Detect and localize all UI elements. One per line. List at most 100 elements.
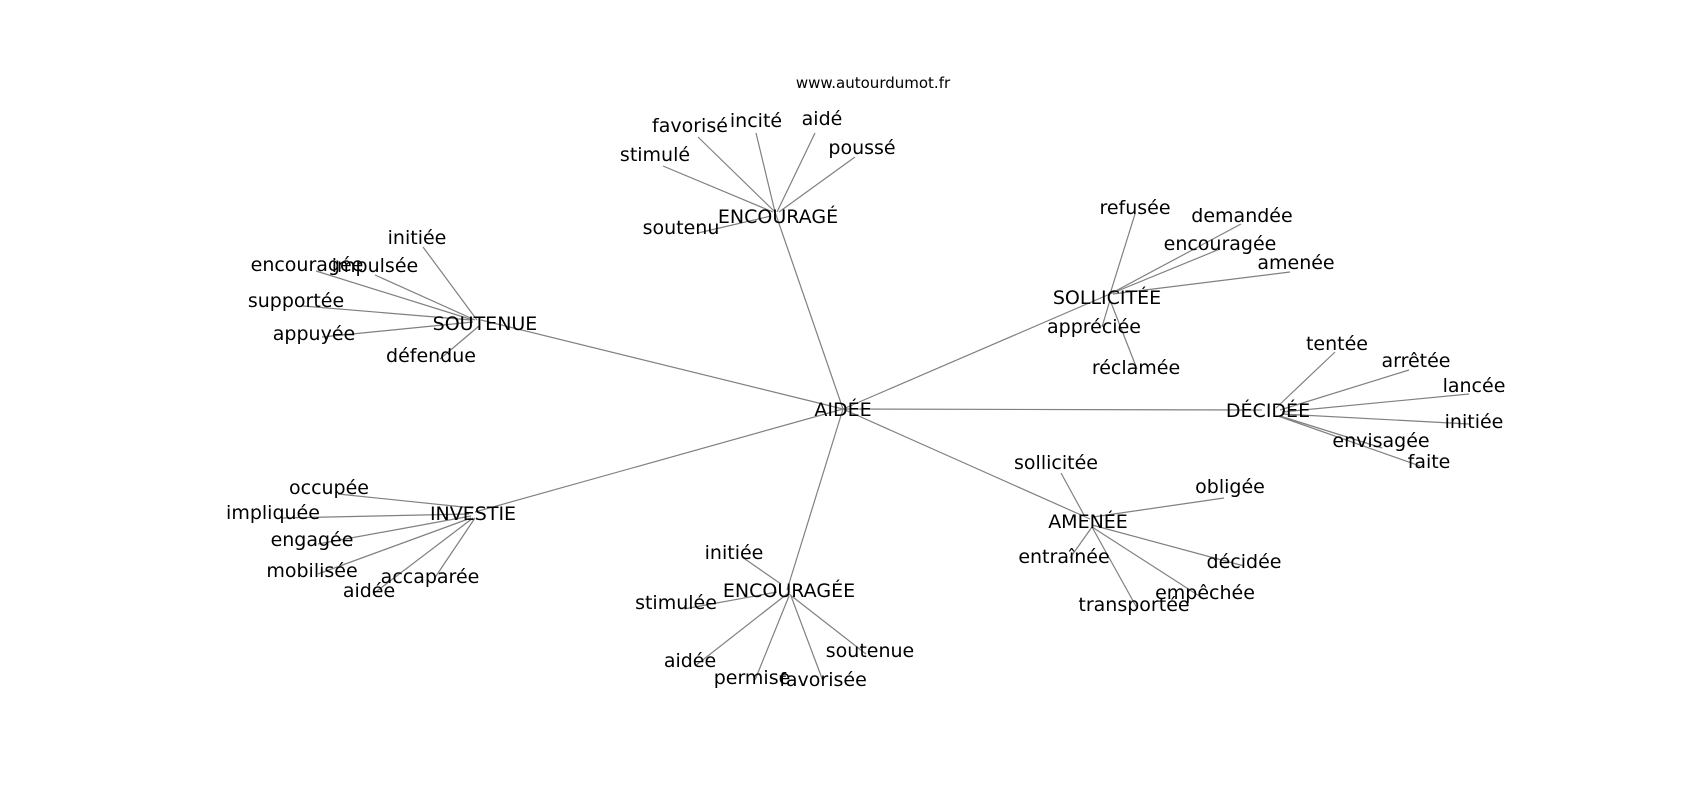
- watermark: www.autourdumot.fr: [796, 74, 951, 92]
- edge-decidee-leaf-4: [1279, 415, 1383, 449]
- leaf-investie-0: occupée: [289, 477, 369, 499]
- edge-amenee-leaf-1: [1092, 497, 1225, 518]
- edge-encouragee-leaf-3: [754, 595, 790, 681]
- edge-soutenue-leaf-1: [315, 270, 474, 321]
- leaf-sollicitee-1: demandée: [1191, 205, 1292, 227]
- leaf-investie-1: impliquée: [226, 502, 320, 524]
- hub-soutenue: SOUTENUE: [433, 313, 538, 335]
- leaf-decidee-4: envisagée: [1332, 430, 1429, 452]
- edge-soutenue-leaf-4: [321, 321, 474, 338]
- leaf-sollicitee-2: encouragée: [1164, 233, 1277, 255]
- leaf-sollicitee-0: refusée: [1099, 197, 1170, 219]
- leaf-encouragee-2: aidée: [664, 650, 716, 672]
- leaf-decidee-3: initiée: [1445, 411, 1504, 433]
- hub-root: AIDÉE: [814, 398, 871, 421]
- edge-investie-leaf-2: [317, 515, 472, 545]
- leaf-encouragee-0: initiée: [705, 542, 764, 564]
- edge-investie-leaf-0: [337, 493, 474, 509]
- edge-root-sollicitee: [842, 293, 1111, 410]
- edge-root-amenee: [842, 408, 1091, 520]
- leaf-soutenue-4: appuyée: [273, 323, 355, 345]
- leaf-encourage-1: incité: [730, 110, 782, 132]
- leaf-decidee-2: lancée: [1443, 375, 1506, 397]
- edge-encourage-leaf-3: [778, 156, 856, 213]
- leaf-soutenue-1: encouragée: [251, 254, 364, 276]
- leaf-soutenue-2: impulsée: [332, 255, 418, 277]
- leaf-encouragee-4: favorisée: [779, 669, 867, 691]
- edge-sollicitee-leaf-4: [1101, 299, 1111, 328]
- leaf-encourage-0: favorisé: [652, 115, 728, 137]
- hub-encouragee: ENCOURAGÉE: [723, 579, 855, 602]
- edge-soutenue-leaf-3: [302, 305, 472, 321]
- edge-investie-leaf-1: [281, 513, 470, 519]
- edge-investie-leaf-5: [433, 517, 476, 580]
- edge-amenee-leaf-3: [1091, 524, 1245, 567]
- leaf-decidee-1: arrêtée: [1381, 350, 1450, 372]
- edge-decidee-leaf-2: [1281, 393, 1470, 413]
- leaf-decidee-5: faite: [1408, 451, 1451, 473]
- edge-root-decidee: [842, 408, 1263, 411]
- leaf-encourage-5: soutenu: [643, 217, 720, 239]
- leaf-encouragee-1: stimulée: [635, 592, 717, 614]
- edge-investie-leaf-3: [317, 517, 472, 575]
- edge-soutenue-leaf-0: [422, 246, 478, 321]
- leaf-sollicitee-4: appréciée: [1047, 316, 1141, 338]
- edge-decidee-leaf-1: [1279, 369, 1410, 411]
- edge-amenee-leaf-4: [1091, 526, 1205, 600]
- leaf-amenee-1: obligée: [1195, 476, 1265, 498]
- leaf-soutenue-0: initiée: [388, 227, 447, 249]
- edge-encouragee-leaf-2: [694, 593, 788, 667]
- edge-amenee-leaf-5: [1091, 526, 1138, 609]
- leaf-encourage-2: aidé: [802, 108, 843, 130]
- leaf-amenee-2: entraînée: [1018, 546, 1109, 568]
- leaf-encouragee-5: soutenue: [826, 640, 914, 662]
- edge-root-investie: [474, 408, 844, 513]
- edge-encouragee-leaf-5: [788, 593, 867, 655]
- edge-encouragee-leaf-4: [790, 595, 824, 682]
- leaf-investie-2: engagée: [271, 529, 354, 551]
- edge-investie-leaf-4: [372, 517, 474, 595]
- leaf-encourage-3: poussé: [828, 137, 895, 159]
- hub-encourage: ENCOURAGÉ: [718, 205, 838, 228]
- hub-investie: INVESTIE: [430, 503, 516, 525]
- edge-decidee-leaf-0: [1275, 351, 1336, 409]
- leaf-investie-3: mobilisée: [266, 560, 357, 582]
- hub-amenee: AMENÉE: [1048, 510, 1128, 533]
- leaf-soutenue-5: défendue: [386, 345, 476, 367]
- leaf-sollicitee-3: amenée: [1257, 252, 1334, 274]
- hub-sollicitee: SOLLICITÉE: [1053, 286, 1161, 309]
- edge-amenee-leaf-2: [1069, 526, 1093, 559]
- edge-sollicitee-leaf-3: [1112, 271, 1291, 295]
- leaf-amenee-3: décidée: [1207, 551, 1282, 573]
- edge-root-soutenue: [480, 319, 844, 410]
- edge-soutenue-leaf-5: [439, 325, 480, 360]
- leaf-encouragee-3: permise: [714, 667, 791, 689]
- leaf-amenee-5: transportée: [1078, 594, 1189, 616]
- edge-root-encourage: [774, 211, 844, 410]
- edge-root-encouragee: [786, 408, 844, 591]
- edge-encourage-leaf-1: [755, 132, 776, 213]
- leaf-investie-4: aidée: [343, 580, 395, 602]
- edge-encourage-leaf-5: [697, 215, 772, 234]
- edge-sollicitee-leaf-5: [1109, 299, 1138, 370]
- leaf-investie-5: accaparée: [381, 566, 480, 588]
- edge-decidee-leaf-5: [1277, 415, 1421, 467]
- edge-encourage-leaf-0: [697, 136, 776, 213]
- leaf-decidee-0: tentée: [1306, 333, 1368, 355]
- edge-soutenue-leaf-2: [374, 274, 476, 321]
- hub-decidee: DÉCIDÉE: [1226, 399, 1310, 422]
- leaf-soutenue-3: supportée: [248, 290, 344, 312]
- edge-encourage-leaf-4: [662, 165, 774, 213]
- leaf-sollicitee-5: réclamée: [1092, 357, 1180, 379]
- edge-sollicitee-leaf-0: [1109, 213, 1136, 295]
- edge-encouragee-leaf-0: [741, 556, 782, 585]
- leaf-amenee-0: sollicitée: [1014, 452, 1098, 474]
- leaf-encourage-4: stimulé: [620, 144, 690, 166]
- edge-sollicitee-leaf-1: [1109, 223, 1242, 295]
- edge-sollicitee-leaf-2: [1109, 248, 1221, 295]
- edge-decidee-leaf-3: [1281, 413, 1470, 425]
- edge-encouragee-leaf-1: [683, 591, 778, 610]
- edge-encourage-leaf-2: [776, 132, 816, 213]
